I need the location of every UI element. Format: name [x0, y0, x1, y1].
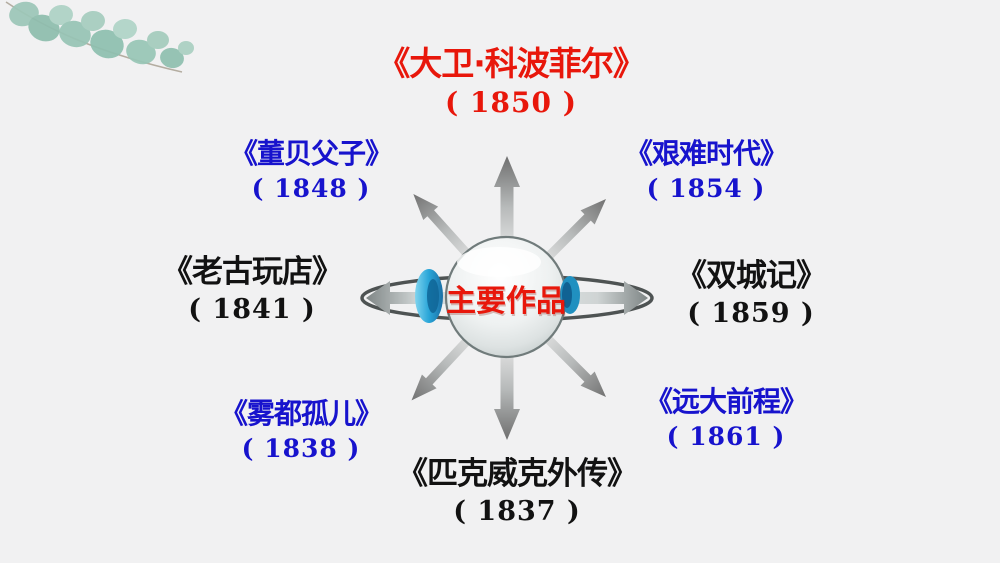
- work-year: ( 1841 ): [188, 294, 316, 325]
- work-year: ( 1837 ): [453, 496, 581, 527]
- work-title: 《远大前程》: [644, 385, 808, 418]
- work-label-pickwick-papers: 《匹克威克外传》 ( 1837 ): [397, 456, 638, 527]
- lens-right: [560, 276, 580, 314]
- work-title: 《雾都孤儿》: [219, 397, 383, 430]
- work-year: ( 1838 ): [241, 434, 361, 463]
- work-title: 《大卫·科波菲尔》: [377, 44, 646, 83]
- center-topic-label: 主要作品: [446, 284, 566, 319]
- work-title: 《艰难时代》: [624, 137, 788, 170]
- work-label-old-curiosity-shop: 《老古玩店》 ( 1841 ): [162, 254, 343, 325]
- work-title: 《老古玩店》: [162, 254, 343, 290]
- work-year: ( 1850 ): [445, 86, 577, 119]
- central-diagram-graphic: [360, 156, 654, 440]
- work-title: 《董贝父子》: [229, 137, 393, 170]
- work-label-great-expectations: 《远大前程》 ( 1861 ): [644, 385, 808, 451]
- work-year: ( 1859 ): [687, 298, 815, 329]
- sphere-highlight: [457, 247, 541, 277]
- eucalyptus-branch-decoration-icon: [5, 1, 194, 73]
- work-label-david-copperfield: 《大卫·科波菲尔》 ( 1850 ): [377, 44, 646, 119]
- work-year: ( 1861 ): [666, 422, 786, 451]
- work-label-oliver-twist: 《雾都孤儿》 ( 1838 ): [219, 397, 383, 463]
- lens-left: [415, 269, 443, 323]
- work-year: ( 1848 ): [251, 174, 371, 203]
- work-label-tale-of-two-cities: 《双城记》 ( 1859 ): [676, 258, 827, 329]
- work-title: 《双城记》: [676, 258, 827, 294]
- work-label-dombey-and-son: 《董贝父子》 ( 1848 ): [229, 137, 393, 203]
- work-year: ( 1854 ): [646, 174, 766, 203]
- work-label-hard-times: 《艰难时代》 ( 1854 ): [624, 137, 788, 203]
- work-title: 《匹克威克外传》: [397, 456, 638, 492]
